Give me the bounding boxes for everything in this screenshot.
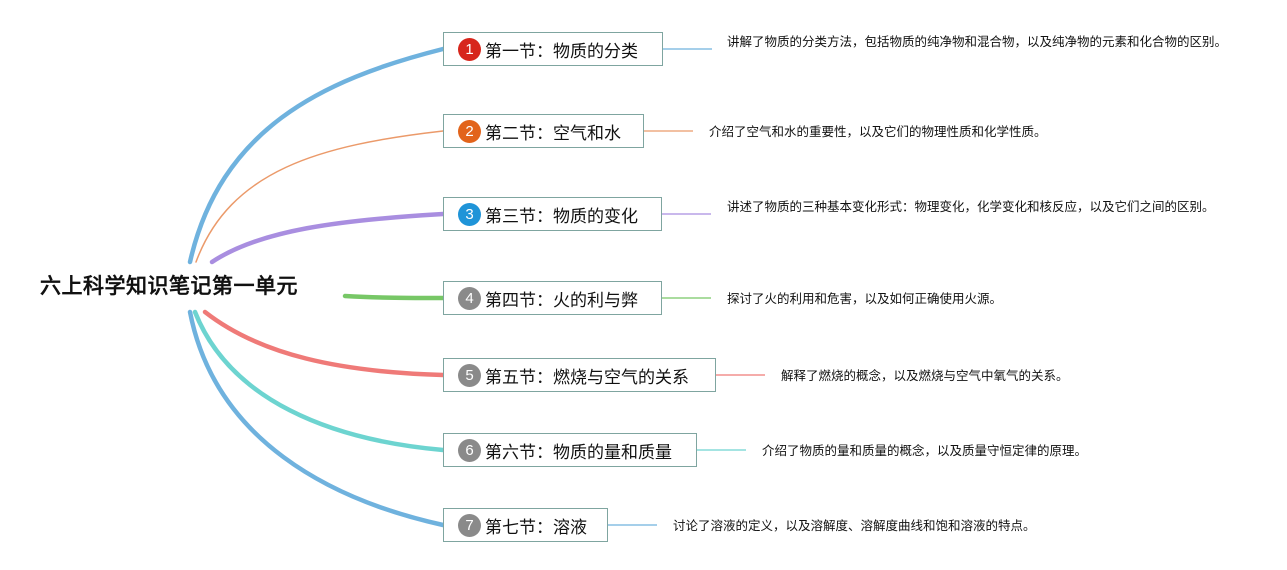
section-title: 第二节：空气和水 (485, 123, 621, 144)
section-description-7[interactable]: 讨论了溶液的定义，以及溶解度、溶解度曲线和饱和溶液的特点。 (673, 518, 1036, 533)
number-badge-icon: 3 (458, 202, 481, 226)
section-description-2[interactable]: 介绍了空气和水的重要性，以及它们的物理性质和化学性质。 (709, 124, 1047, 139)
section-node-1[interactable]: 1 第一节：物质的分类 (443, 32, 663, 66)
section-node-6[interactable]: 6 第六节：物质的量和质量 (443, 433, 697, 467)
branch-line-3 (209, 211, 446, 265)
branch-line-7 (187, 309, 446, 528)
number-badge-icon: 4 (458, 286, 481, 310)
branch-line-5 (202, 309, 446, 378)
section-description-6[interactable]: 介绍了物质的量和质量的概念，以及质量守恒定律的原理。 (762, 443, 1088, 458)
section-title: 第六节：物质的量和质量 (485, 442, 672, 463)
section-title: 第三节：物质的变化 (485, 206, 638, 227)
branch-line-1 (187, 46, 446, 265)
section-node-2[interactable]: 2 第二节：空气和水 (443, 114, 644, 148)
section-title: 第四节：火的利与弊 (485, 290, 638, 311)
branch-line-4 (342, 293, 446, 301)
branch-line-6 (192, 309, 446, 453)
section-node-3[interactable]: 3 第三节：物质的变化 (443, 197, 662, 231)
section-title: 第七节：溶液 (485, 517, 587, 538)
section-description-4[interactable]: 探讨了火的利用和危害，以及如何正确使用火源。 (727, 291, 1003, 306)
section-node-4[interactable]: 4 第四节：火的利与弊 (443, 281, 662, 315)
number-badge-icon: 2 (458, 119, 481, 143)
section-node-7[interactable]: 7 第七节：溶液 (443, 508, 608, 542)
root-topic[interactable]: 六上科学知识笔记第一单元 (40, 274, 298, 298)
section-title: 第一节：物质的分类 (485, 41, 638, 62)
number-badge-icon: 5 (458, 363, 481, 387)
section-title: 第五节：燃烧与空气的关系 (485, 367, 689, 388)
number-badge-icon: 1 (458, 37, 481, 61)
section-description-1[interactable]: 讲解了物质的分类方法，包括物质的纯净物和混合物，以及纯净物的元素和化合物的区别。 (727, 34, 1228, 49)
section-description-3[interactable]: 讲述了物质的三种基本变化形式：物理变化，化学变化和核反应，以及它们之间的区别。 (727, 199, 1215, 214)
section-description-5[interactable]: 解释了燃烧的概念，以及燃烧与空气中氧气的关系。 (781, 368, 1069, 383)
section-node-5[interactable]: 5 第五节：燃烧与空气的关系 (443, 358, 716, 392)
number-badge-icon: 7 (458, 513, 481, 537)
number-badge-icon: 6 (458, 438, 481, 462)
branch-line-2 (195, 130, 444, 263)
